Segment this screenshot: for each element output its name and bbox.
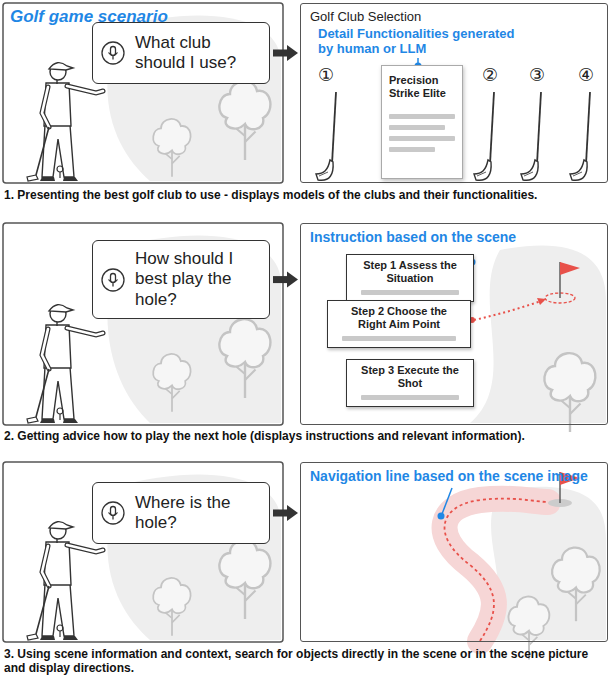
figure-caption: 2. Getting advice how to play the next h… <box>4 429 608 443</box>
speech-bubble: How should I best play the hole? <box>92 240 270 319</box>
callout-number: ② <box>482 64 498 85</box>
speech-bubble: What club should I use? <box>92 22 270 84</box>
instruction-step: Step 2 Choose the Right Aim Point <box>327 300 471 348</box>
node-text: Where is the hole? <box>135 493 261 534</box>
figure-caption: 3. Using scene information and context, … <box>4 647 608 675</box>
flow-arrow <box>273 45 298 61</box>
instruction-step: Step 3 Execute the Shot <box>346 359 474 407</box>
text-placeholder-bar <box>389 114 455 119</box>
callout-number: ③ <box>529 64 545 85</box>
text-placeholder-bar <box>389 136 455 141</box>
microphone-icon <box>101 268 125 292</box>
microphone-icon <box>101 41 125 65</box>
text-placeholder-bar <box>389 125 445 130</box>
node-text: What club should I use? <box>135 33 261 74</box>
text-placeholder-bar <box>389 147 435 152</box>
callout-number: ① <box>318 64 334 85</box>
panel-heading: Instruction based on the scene <box>310 229 516 245</box>
speech-bubble: Where is the hole? <box>92 482 270 544</box>
panel-heading: Golf Club Selection <box>310 9 421 24</box>
result-panel: Navigation line based on the scene image <box>300 462 608 642</box>
text-placeholder-bar <box>361 395 459 400</box>
result-panel: Instruction based on the sceneStep 1 Ass… <box>300 223 608 425</box>
text-placeholder-bar <box>342 336 456 341</box>
node-text: Precision Strike Elite <box>389 74 455 100</box>
node-text: Step 1 Assess the Situation <box>355 259 465 285</box>
flow-arrow <box>273 272 298 288</box>
panel-heading: Navigation line based on the scene image <box>310 468 588 484</box>
figure-caption: 1. Presenting the best golf club to use … <box>4 188 608 202</box>
node-text: Step 3 Execute the Shot <box>355 364 465 390</box>
instruction-step: Step 1 Assess the Situation <box>346 254 474 302</box>
callout-note: Detail Functionalities generated by huma… <box>318 26 518 56</box>
node-text: Step 2 Choose the Right Aim Point <box>336 305 462 331</box>
flow-arrow <box>273 505 298 521</box>
callout-number: ④ <box>578 64 594 85</box>
node-text: How should I best play the hole? <box>135 249 261 310</box>
club-detail-card: Precision Strike Elite <box>381 65 463 179</box>
microphone-icon <box>101 501 125 525</box>
text-placeholder-bar <box>361 290 459 295</box>
